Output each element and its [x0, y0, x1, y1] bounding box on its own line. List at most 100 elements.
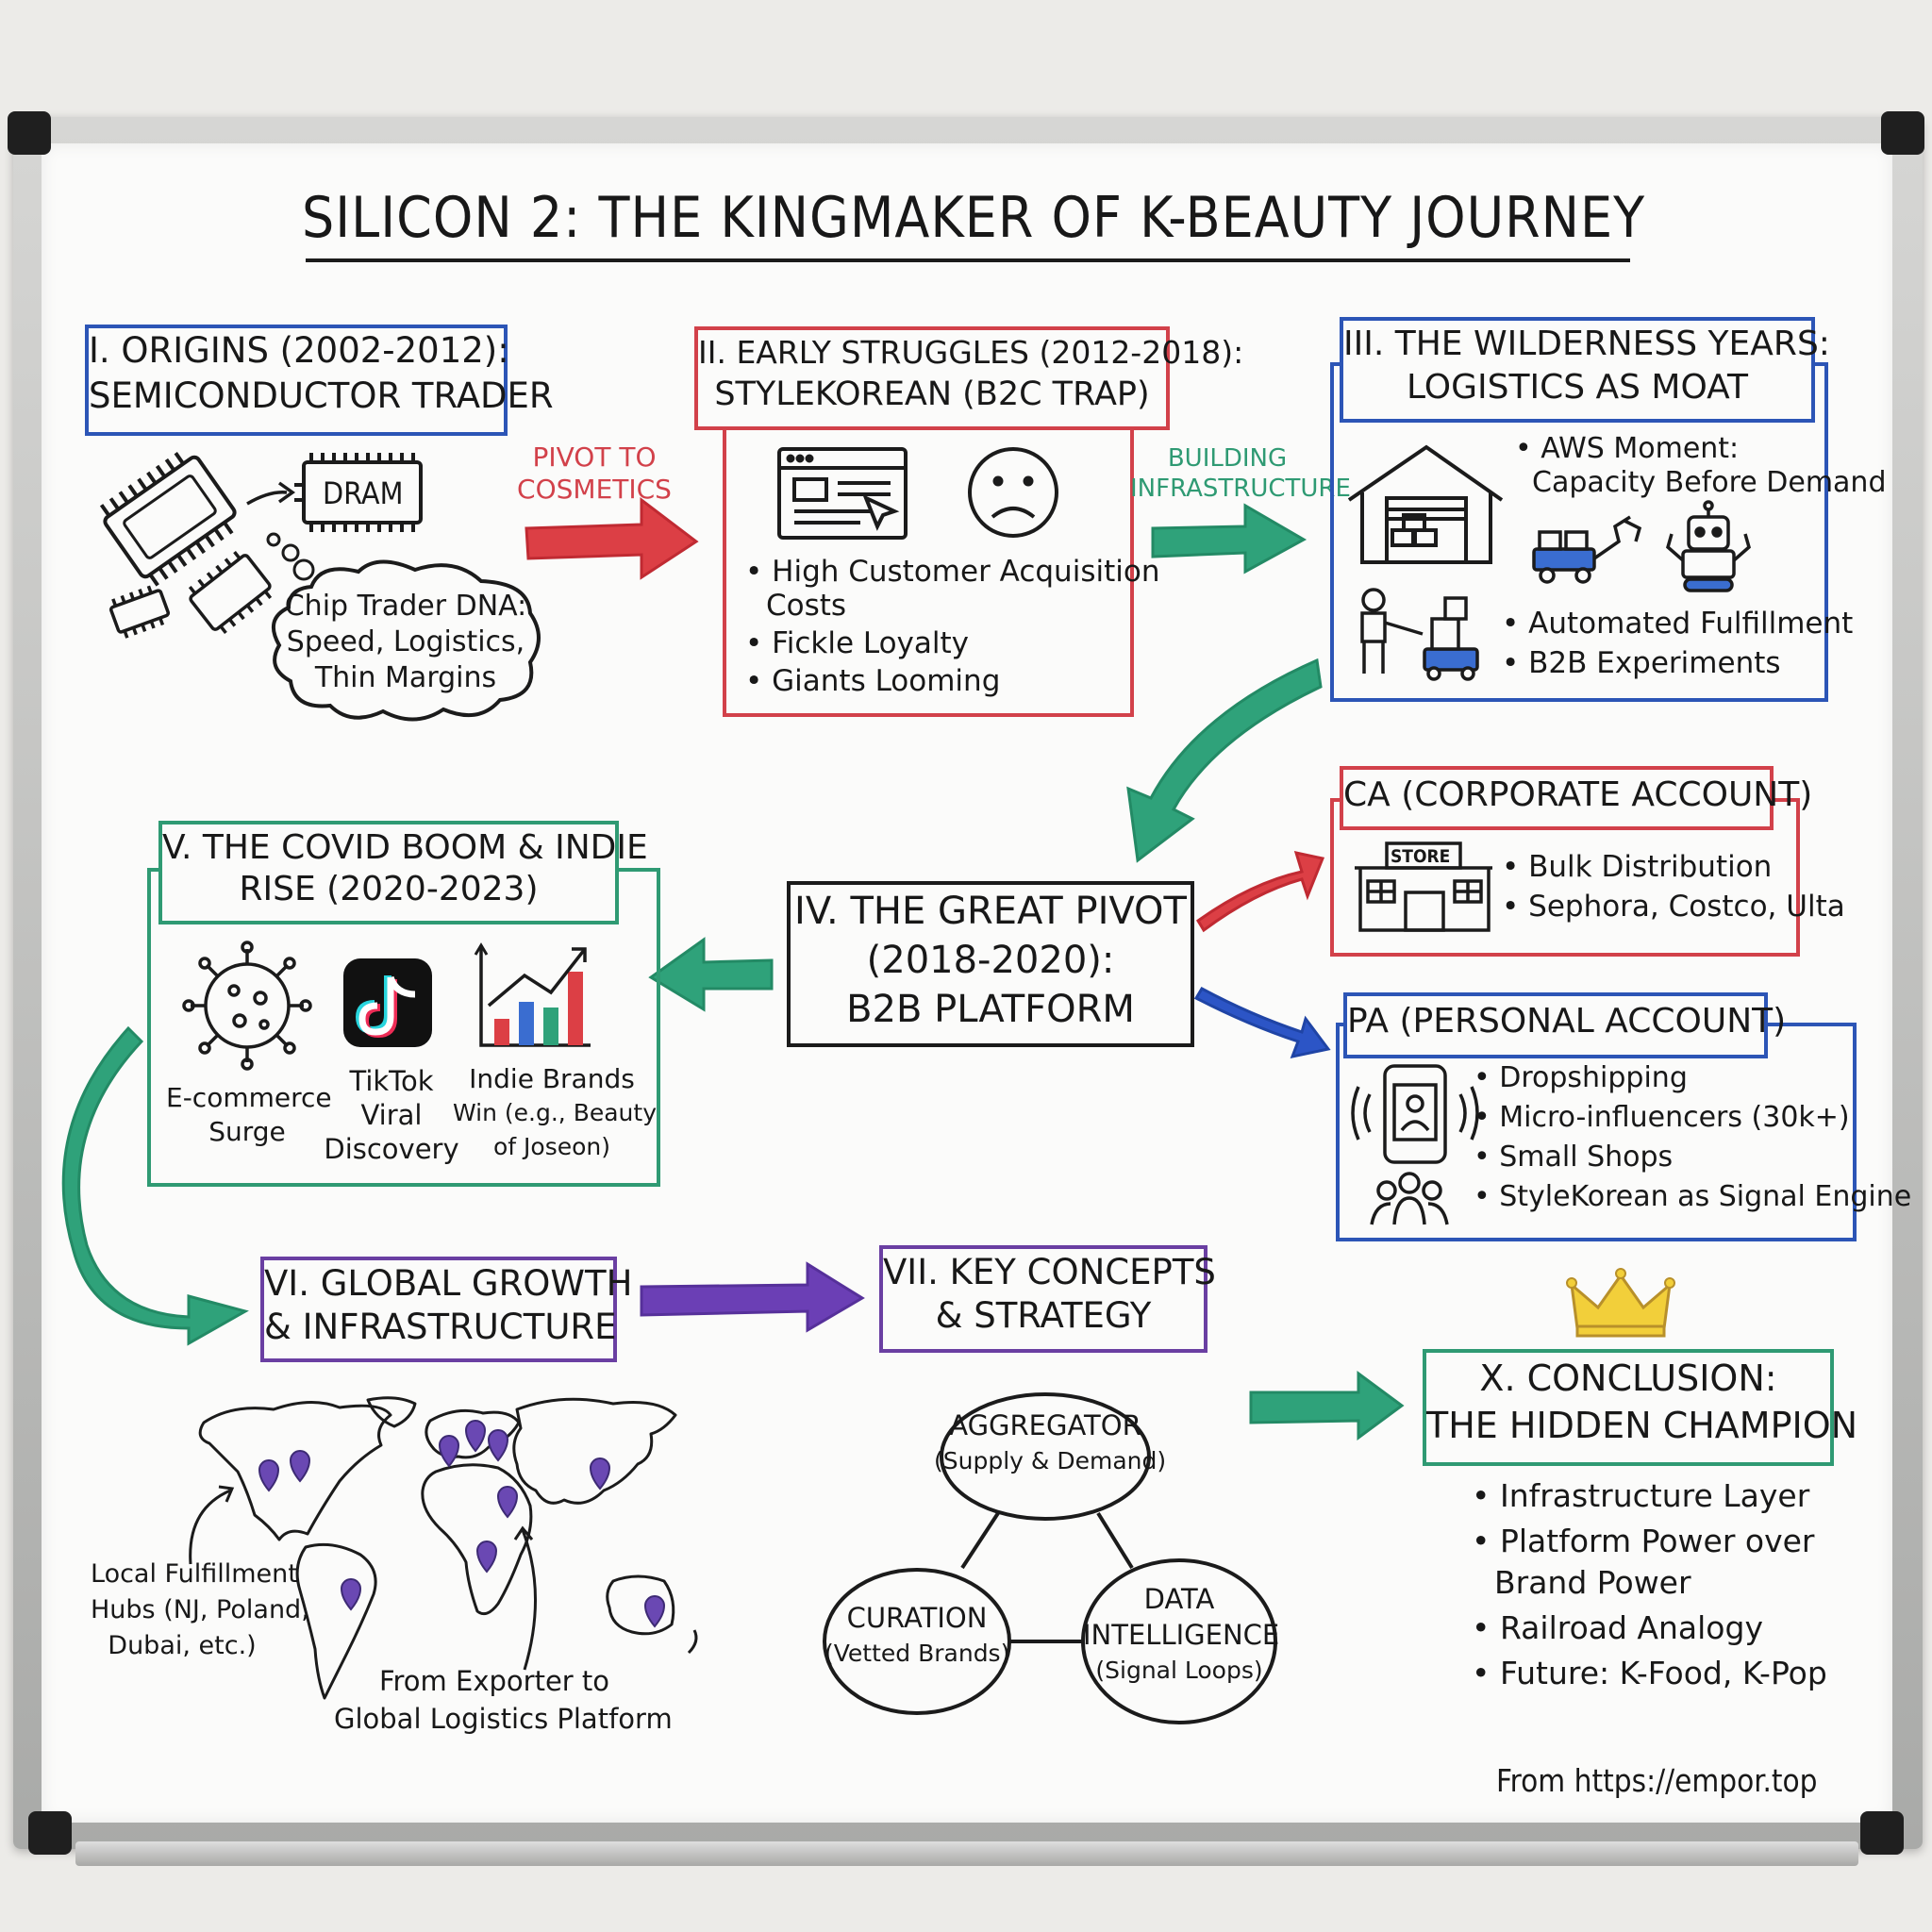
north-america-outline	[198, 1400, 392, 1541]
section-wilderness-header	[1340, 317, 1815, 423]
location-pin-icon	[464, 1420, 487, 1453]
section-wilderness-subtitle: LOGISTICS AS MOAT	[1406, 368, 1749, 407]
personal-account-title: PA (PERSONAL ACCOUNT)	[1347, 1002, 1787, 1041]
note-line: Local Fulfillment	[91, 1559, 298, 1589]
node-line: DATA	[1143, 1583, 1215, 1615]
node-line: (Signal Loops)	[1095, 1657, 1263, 1684]
location-pin-icon	[496, 1486, 519, 1519]
note-line: Dubai, etc.)	[108, 1631, 257, 1660]
pivot-line: B2B PLATFORM	[846, 988, 1135, 1031]
frame-corner	[1860, 1811, 1904, 1855]
bullet-item: • High Customer Acquisition	[745, 555, 1160, 589]
section-conclusion-title: X. CONCLUSION: THE HIDDEN CHAMPION	[1426, 1355, 1858, 1449]
cloud-line: Speed, Logistics,	[286, 625, 525, 658]
label-line: Viral	[360, 1099, 423, 1131]
personal-account-header	[1343, 992, 1768, 1058]
europe-outline	[425, 1408, 521, 1459]
sad-face-icon	[968, 447, 1058, 538]
bullet-item: • Dropshipping	[1474, 1061, 1688, 1094]
location-pin-icon	[289, 1450, 311, 1483]
data-intelligence-node	[1081, 1558, 1277, 1724]
map-note-exporter: From Exporter to Global Logistics Platfo…	[334, 1662, 673, 1738]
location-pin-icon	[438, 1435, 460, 1468]
bullet-item: • Platform Power over	[1472, 1523, 1815, 1559]
greenland-outline	[366, 1396, 417, 1428]
growth-chart-icon	[474, 942, 591, 1047]
location-pin-icon	[643, 1595, 666, 1628]
location-pin-icon	[258, 1459, 280, 1492]
wilderness-bullets: • Automated Fulfillment • B2B Experiment…	[1502, 604, 1853, 683]
location-pin-icon	[475, 1541, 498, 1574]
section-covid-boom-header	[158, 821, 619, 924]
bullet-item: • Giants Looming	[745, 664, 1001, 698]
label-line: Surge	[208, 1116, 286, 1147]
node-data-intelligence-label: DATA INTELLIGENCE (Signal Loops)	[1083, 1581, 1280, 1689]
bullet-item-cont: Capacity Before Demand	[1532, 466, 1887, 499]
node-line: INTELLIGENCE	[1083, 1619, 1280, 1651]
covid-icon-label-ecommerce: E-commerce Surge	[166, 1081, 332, 1149]
arrow-label-infrastructure: BUILDING INFRASTRUCTURE	[1130, 443, 1351, 504]
cloud-text: Chip Trader DNA: Speed, Logistics, Thin …	[283, 589, 528, 696]
curation-node	[823, 1568, 1011, 1715]
footer-source: From https://empor.top	[1496, 1762, 1818, 1799]
section-covid-boom-title: V. THE COVID BOOM & INDIE	[162, 828, 648, 867]
section-global-growth	[260, 1257, 617, 1362]
bullet-item: • Bulk Distribution	[1502, 850, 1773, 884]
virus-icon	[182, 941, 312, 1071]
asia-outline	[512, 1397, 677, 1505]
bullet-item: • Small Shops	[1474, 1141, 1674, 1174]
smartphone-icon	[1351, 1064, 1479, 1164]
frame-corner	[28, 1811, 72, 1855]
section-origins-title: I. ORIGINS (2002-2012):	[89, 330, 509, 371]
aggregator-node	[940, 1392, 1151, 1521]
store-sign: STORE	[1391, 846, 1451, 867]
tiktok-icon	[343, 958, 432, 1047]
location-pin-icon	[589, 1457, 611, 1491]
australia-outline	[606, 1574, 675, 1636]
note-line: Hubs (NJ, Poland,	[91, 1595, 309, 1624]
arrow-label-pivot: PIVOT TO COSMETICS	[509, 441, 679, 506]
arrow-label-line: COSMETICS	[517, 474, 672, 505]
section-conclusion	[1423, 1349, 1834, 1466]
title-line: X. CONCLUSION:	[1479, 1357, 1777, 1399]
bullet-item: • Micro-influencers (30k+)	[1474, 1101, 1850, 1134]
label-line: Win (e.g., Beauty	[453, 1099, 657, 1126]
title-line: & STRATEGY	[935, 1295, 1152, 1336]
node-curation-label: CURATION (Vetted Brands)	[824, 1600, 1009, 1672]
bullet-item-cont: Brand Power	[1494, 1564, 1691, 1601]
node-line: (Supply & Demand)	[934, 1447, 1167, 1474]
node-line: AGGREGATOR	[949, 1409, 1141, 1441]
worker-cart-icon	[1360, 588, 1479, 681]
label-line: E-commerce	[166, 1082, 332, 1113]
section-key-concepts	[879, 1245, 1208, 1353]
forklift-icon	[1532, 515, 1642, 584]
bullet-item: • Automated Fulfillment	[1502, 607, 1854, 641]
location-pin-icon	[340, 1578, 362, 1611]
bullet-item: • B2B Experiments	[1502, 646, 1781, 680]
label-line: Discovery	[324, 1133, 459, 1165]
title-line: VII. KEY CONCEPTS	[883, 1252, 1216, 1292]
section-origins	[85, 325, 508, 436]
note-line: From Exporter to	[378, 1665, 610, 1697]
location-pin-icon	[487, 1429, 509, 1462]
corporate-account-header	[1340, 766, 1774, 830]
bullet-item: • Fickle Loyalty	[745, 626, 970, 660]
bullet-item: • StyleKorean as Signal Engine	[1474, 1180, 1912, 1213]
section-early-struggles-subtitle: STYLEKOREAN (B2C TRAP)	[714, 375, 1150, 413]
section-global-growth-title: VI. GLOBAL GROWTH & INFRASTRUCTURE	[264, 1262, 632, 1349]
bullet-item: • Infrastructure Layer	[1472, 1477, 1810, 1514]
warehouse-icon	[1347, 444, 1504, 564]
section-wilderness-title: III. THE WILDERNESS YEARS:	[1343, 325, 1830, 363]
dram-chip-label: DRAM	[323, 475, 404, 511]
corporate-account-title: CA (CORPORATE ACCOUNT)	[1343, 775, 1813, 814]
title-line: THE HIDDEN CHAMPION	[1426, 1405, 1858, 1446]
